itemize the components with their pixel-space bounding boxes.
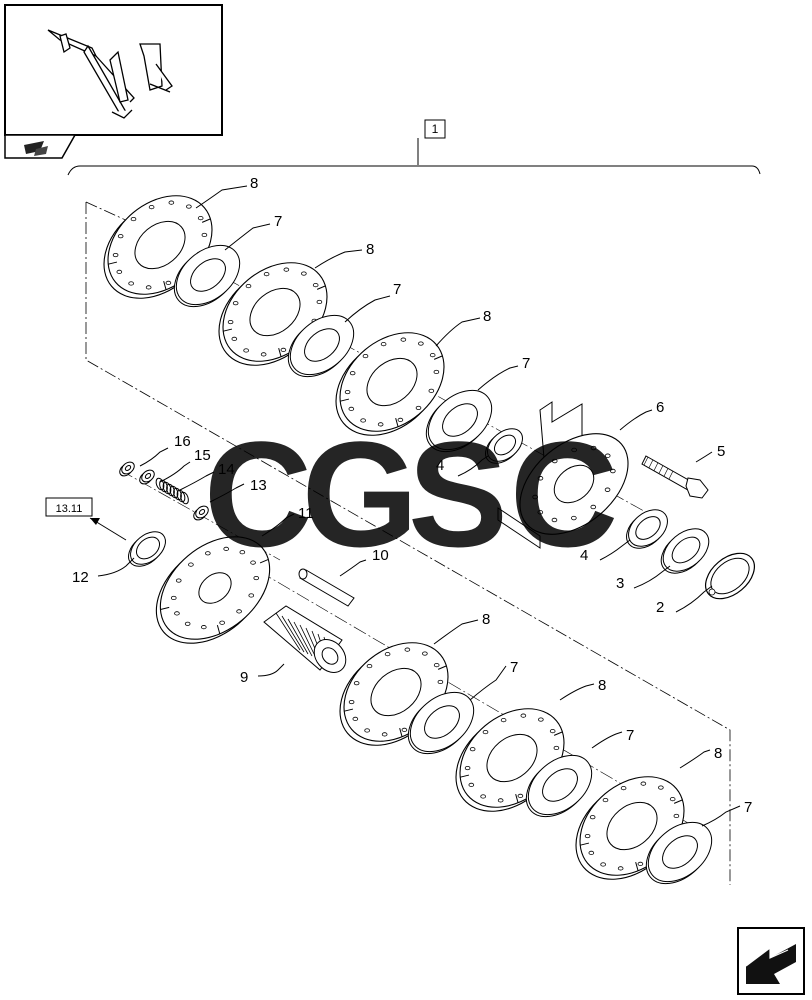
callout-4: 4 — [436, 457, 444, 474]
separator-ring-7[interactable] — [397, 680, 485, 765]
callout-9: 9 — [240, 669, 248, 686]
cross-reference[interactable]: 13.11 — [45, 497, 127, 541]
seal-ring-12[interactable] — [122, 525, 171, 573]
separator-ring-7[interactable] — [277, 303, 365, 388]
parts-layer — [103, 195, 763, 895]
clutch-disc-11[interactable] — [137, 516, 290, 664]
watermark-letter: G — [302, 410, 419, 578]
washer-15[interactable] — [137, 468, 156, 487]
spring-14[interactable] — [155, 477, 190, 505]
washer-13[interactable] — [191, 504, 210, 523]
assembly-bracket: 1 — [67, 119, 761, 176]
watermark-letter: C — [204, 410, 312, 578]
separator-ring-7[interactable] — [415, 378, 503, 463]
callout-labels: 8 7 8 7 8 7 6 5 4 4 3 2 16 15 14 13 11 1… — [72, 175, 752, 816]
snap-ring-2[interactable] — [697, 544, 763, 608]
cross-ref-label: 13.11 — [56, 503, 83, 515]
watermark-letter: C — [510, 410, 618, 578]
callout-8: 8 — [598, 677, 606, 694]
callout-12: 12 — [72, 569, 89, 586]
callouts — [97, 185, 741, 827]
callout-7: 7 — [522, 355, 530, 372]
book-arrow-icon[interactable] — [24, 141, 48, 156]
next-page-button[interactable] — [737, 927, 805, 995]
shim-3[interactable] — [653, 520, 717, 581]
callout-14: 14 — [218, 461, 235, 478]
callout-7: 7 — [393, 281, 401, 298]
pressure-plate-6[interactable] — [497, 401, 647, 554]
washer-4[interactable] — [620, 502, 675, 555]
assembly-ref-label: 1 — [432, 122, 439, 136]
callout-10: 10 — [372, 547, 389, 564]
callout-5: 5 — [717, 443, 725, 460]
watermark-letter: S — [408, 410, 508, 578]
separator-ring-7[interactable] — [515, 743, 603, 828]
machine-thumbnail-icon — [47, 29, 173, 119]
callout-7: 7 — [510, 659, 518, 676]
callout-8: 8 — [366, 241, 374, 258]
callout-2: 2 — [656, 599, 664, 616]
separator-ring-7[interactable] — [635, 810, 723, 895]
callout-3: 3 — [616, 575, 624, 592]
next-page-arrow-icon — [745, 944, 796, 984]
callout-7: 7 — [626, 727, 634, 744]
washer-4[interactable] — [479, 422, 528, 470]
callout-8: 8 — [483, 308, 491, 325]
callout-6: 6 — [656, 399, 664, 416]
callout-15: 15 — [194, 447, 211, 464]
separator-ring-7[interactable] — [163, 233, 251, 318]
callout-4: 4 — [580, 547, 588, 564]
callout-8: 8 — [482, 611, 490, 628]
pin-10[interactable] — [298, 568, 355, 607]
callout-13: 13 — [250, 477, 267, 494]
callout-7: 7 — [744, 799, 752, 816]
callout-8: 8 — [250, 175, 258, 192]
nut-16[interactable] — [117, 460, 136, 479]
bolt-5[interactable] — [641, 455, 709, 499]
callout-7: 7 — [274, 213, 282, 230]
friction-disc-8[interactable] — [317, 313, 464, 456]
callout-11: 11 — [298, 505, 314, 522]
thumbnail-panel[interactable] — [4, 4, 223, 159]
callout-16: 16 — [174, 433, 191, 450]
gear-9[interactable] — [263, 605, 352, 679]
callout-8: 8 — [714, 745, 722, 762]
